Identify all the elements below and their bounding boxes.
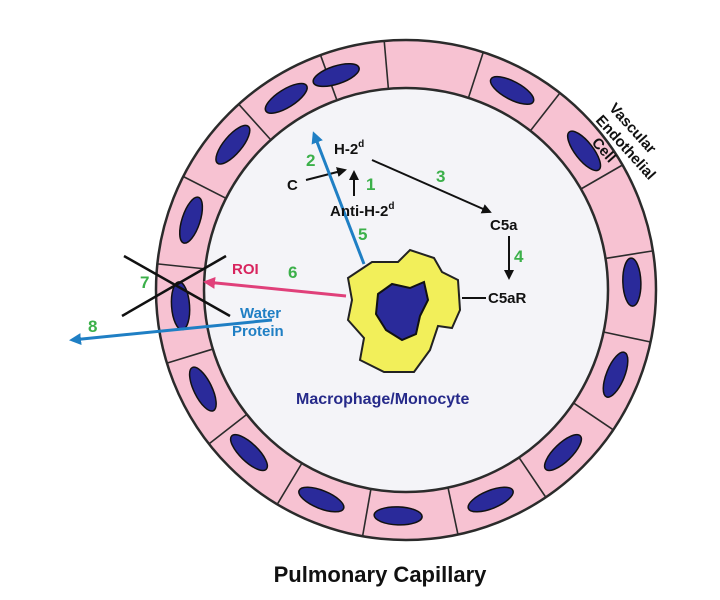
cell-divider: [208, 413, 248, 445]
label-roi: ROI: [232, 261, 259, 278]
step-number-6: 6: [288, 263, 297, 282]
macrophage-nucleus: [374, 280, 430, 342]
label-c5ar: C5aR: [488, 290, 527, 307]
arrow-step-8-leak: [69, 318, 273, 346]
cross-step-7-a: [123, 254, 231, 318]
label-anti-h2d: Anti-H-2d: [330, 201, 394, 220]
diagram-title: Pulmonary Capillary: [274, 562, 488, 587]
endothelial-nucleus: [467, 486, 514, 513]
cell-divider: [573, 402, 614, 431]
cell-divider: [238, 103, 272, 141]
endothelial-nucleus: [215, 124, 251, 165]
label-protein: Protein: [232, 323, 284, 340]
step-number-3: 3: [436, 167, 445, 186]
endothelial-nucleus: [543, 433, 583, 472]
cell-divider: [518, 457, 547, 498]
label-macrophage-monocyte: Macrophage/Monocyte: [296, 391, 469, 408]
endothelial-cell-dividers: [157, 40, 654, 537]
cell-divider: [276, 462, 303, 505]
endothelial-nucleus: [188, 366, 217, 412]
cell-divider: [157, 263, 206, 270]
cell-divider: [580, 164, 623, 190]
cell-divider: [383, 40, 390, 89]
endothelial-nucleus: [622, 257, 642, 307]
endothelial-nucleus: [489, 75, 535, 105]
endothelial-nucleus: [229, 433, 269, 472]
endothelial-nucleus: [566, 130, 602, 172]
endothelial-nucleus: [312, 62, 360, 88]
cell-divider: [605, 250, 654, 260]
step-number-1: 1: [366, 175, 375, 194]
cell-divider: [361, 488, 372, 537]
endothelial-nuclei: [170, 62, 642, 526]
cell-divider: [467, 51, 485, 99]
label-h2d: H-2d: [334, 139, 364, 158]
step-number-4: 4: [514, 247, 524, 266]
endothelial-nucleus: [264, 82, 308, 114]
step-number-5: 5: [358, 225, 367, 244]
endothelial-nucleus: [602, 351, 629, 398]
arrow-step-3: [371, 159, 492, 214]
cell-divider: [182, 175, 227, 200]
diagram-labels: Vascular Endothelial Cell H-2d C Anti-H-…: [88, 100, 659, 587]
cell-divider: [447, 487, 459, 535]
cell-divider: [166, 348, 214, 364]
endothelial-nucleus: [178, 196, 204, 244]
step-number-2: 2: [306, 151, 315, 170]
cell-divider: [603, 331, 651, 343]
endothelial-nucleus: [298, 486, 345, 513]
macrophage-monocyte: [346, 248, 462, 373]
label-c: C: [287, 177, 298, 194]
step-number-7: 7: [140, 273, 149, 292]
label-c5a: C5a: [490, 217, 518, 234]
step-number-8: 8: [88, 317, 97, 336]
pathway-arrows: [69, 131, 514, 346]
label-water: Water: [240, 305, 281, 322]
arrow-step-5: [311, 131, 366, 265]
arrow-step-6-roi: [203, 276, 347, 298]
endothelial-nucleus: [373, 506, 423, 526]
arrow-c-to-h2d: [305, 167, 347, 181]
cell-divider: [529, 92, 561, 132]
cross-step-7-b: [121, 254, 227, 318]
